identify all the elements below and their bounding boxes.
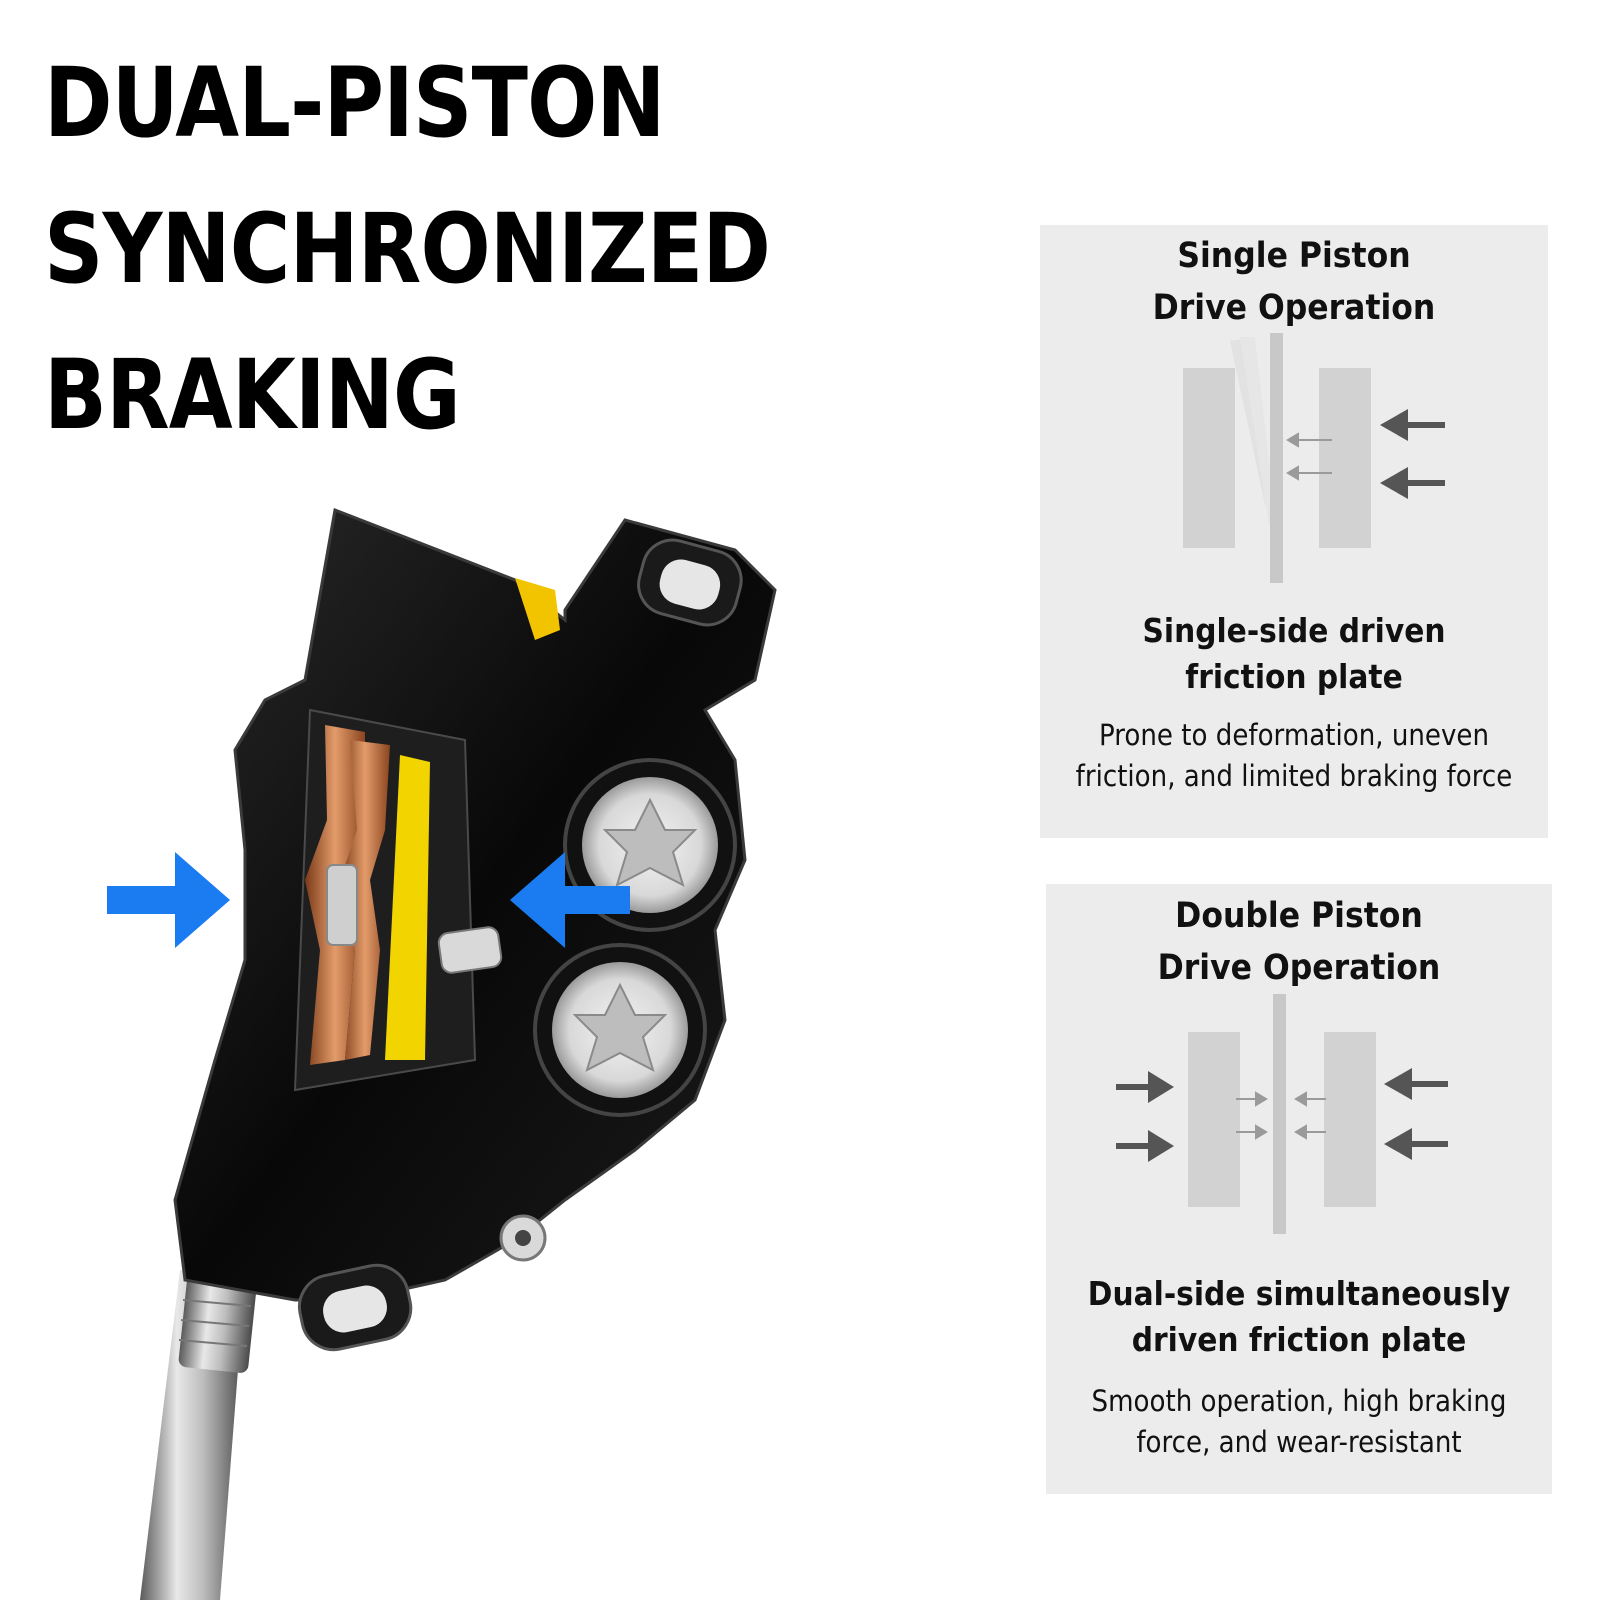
brake-caliper-image bbox=[107, 507, 777, 1600]
headline: DUAL-PISTON SYNCHRONIZED BRAKING bbox=[44, 30, 818, 468]
arrow-icon bbox=[1255, 1124, 1268, 1140]
double-piston-title-line-2: Drive Operation bbox=[1157, 948, 1441, 988]
single-piston-subtitle: Single-side driven friction plate bbox=[1065, 608, 1522, 700]
double-piston-title: Double Piston Drive Operation bbox=[1071, 890, 1526, 994]
double-piston-panel: Double Piston Drive Operation bbox=[1046, 884, 1552, 1494]
arrow-icon bbox=[510, 852, 630, 948]
left-pad bbox=[1183, 368, 1235, 548]
double-piston-title-line-1: Double Piston bbox=[1175, 896, 1423, 936]
arrow-icon bbox=[1380, 409, 1408, 441]
arrow-icon bbox=[107, 852, 230, 948]
single-piston-description: Prone to deformation, uneven friction, a… bbox=[1065, 715, 1522, 797]
single-piston-title-line-1: Single Piston bbox=[1177, 236, 1411, 276]
arrow-icon bbox=[1286, 465, 1299, 481]
arrow-icon bbox=[1384, 1068, 1412, 1100]
single-piston-diagram bbox=[1183, 333, 1445, 583]
single-piston-desc-line-1: Prone to deformation, uneven bbox=[1098, 718, 1490, 752]
double-piston-desc-line-2: force, and wear-resistant bbox=[1136, 1425, 1462, 1459]
double-piston-subtitle: Dual-side simultaneously driven friction… bbox=[1071, 1271, 1526, 1363]
double-piston-subtitle-line-1: Dual-side simultaneously bbox=[1087, 1274, 1511, 1313]
right-pad bbox=[1319, 368, 1371, 548]
arrow-icon bbox=[1148, 1130, 1174, 1162]
arrow-icon bbox=[1148, 1071, 1174, 1103]
headline-line-2: SYNCHRONIZED bbox=[44, 193, 771, 305]
arrow-icon bbox=[1286, 432, 1299, 448]
left-pad bbox=[1188, 1032, 1240, 1207]
double-piston-desc-line-1: Smooth operation, high braking bbox=[1091, 1384, 1507, 1418]
double-piston-subtitle-line-2: driven friction plate bbox=[1131, 1320, 1467, 1359]
headline-line-1: DUAL-PISTON bbox=[44, 47, 665, 159]
force-arrows bbox=[107, 852, 630, 948]
single-piston-title: Single Piston Drive Operation bbox=[1065, 230, 1522, 334]
single-piston-title-line-2: Drive Operation bbox=[1152, 288, 1436, 328]
headline-line-3: BRAKING bbox=[44, 339, 461, 451]
single-piston-subtitle-line-2: friction plate bbox=[1185, 657, 1403, 696]
brake-hose bbox=[140, 1267, 258, 1600]
arrow-icon bbox=[1255, 1091, 1268, 1107]
rotor bbox=[1270, 333, 1283, 583]
double-piston-diagram bbox=[1116, 994, 1448, 1234]
arrow-icon bbox=[1294, 1124, 1307, 1140]
caliper-body bbox=[173, 507, 777, 1352]
single-piston-desc-line-2: friction, and limited braking force bbox=[1075, 759, 1513, 793]
arrow-icon bbox=[1380, 467, 1408, 499]
single-piston-panel: Single Piston Drive Operation Single-sid… bbox=[1040, 225, 1548, 838]
rotor bbox=[1273, 994, 1286, 1234]
arrow-icon bbox=[1294, 1091, 1307, 1107]
single-piston-subtitle-line-1: Single-side driven bbox=[1142, 611, 1446, 650]
arrow-icon bbox=[1384, 1128, 1412, 1160]
right-pad bbox=[1324, 1032, 1376, 1207]
double-piston-description: Smooth operation, high braking force, an… bbox=[1071, 1381, 1526, 1463]
